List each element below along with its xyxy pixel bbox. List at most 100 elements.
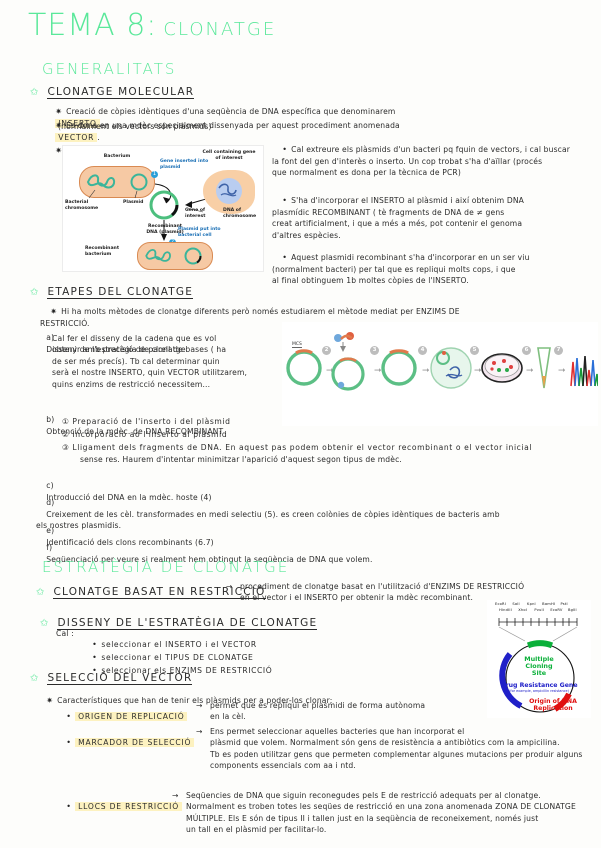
- recombinant-plasmid-icon: [149, 190, 179, 220]
- pipette-icon: [537, 347, 551, 389]
- subsection-seleccio-vector: ✩ SELECCIÓ DEL VECTOR: [30, 666, 193, 685]
- text-llocs-restriccio: Seqüencies de DNA que siguin reconegudes…: [186, 791, 576, 835]
- page-title-main: TEMA 8:: [28, 8, 158, 43]
- bullet-text: seleccionar el TIPUS DE CLONATGE: [101, 653, 254, 663]
- item-text: Disseny de l'estratègia de clonatge: [46, 344, 186, 354]
- enzyme-hindiii: HindIII: [499, 608, 512, 612]
- bacterium-shape: [79, 166, 155, 198]
- subsection-etapes-del-clonatge: ✩ ETAPES DEL CLONATGE: [30, 280, 194, 299]
- note-text: S'ha d'incorporar el INSERTO al plàsmid …: [272, 196, 525, 240]
- bullet-icon: •: [282, 253, 288, 263]
- bullet-icon: •: [92, 640, 98, 650]
- star-icon: ✩: [30, 673, 39, 684]
- etapa-b-label: b) Obtenció de la mdèc. de DNA RECOMBINA…: [36, 403, 223, 449]
- etapa-f: f) Seqüenciació per veure si realment he…: [36, 531, 373, 577]
- step-1-marker: 1: [151, 160, 158, 179]
- subsection-heading-clonatge-molecular: CLONATGE MOLECULAR: [47, 86, 195, 99]
- etapa-e: e) Identificació dels clons recombinants…: [36, 514, 214, 560]
- subsection-heading-clonatge-basat: CLONATGE BASAT EN RESTRICCIÓ: [53, 586, 266, 599]
- label-step-2: Plasmid put into bacterial cell: [178, 227, 221, 238]
- gene-cloning-overview-diagram: Bacterium Bacterial chromosome Plasmid 1…: [62, 145, 264, 272]
- bullet-text: seleccionar el INSERTO i el VECTOR: [101, 640, 257, 650]
- enzyme-psti: PstI: [560, 602, 568, 606]
- subsection-disseny-estrategia: ✩ DISSENY DE L'ESTRATÈGIA DE CLONATGE: [40, 611, 318, 630]
- enzyme-bamhi: BamHI: [542, 602, 556, 606]
- plasmid-circle: [499, 640, 575, 713]
- seven-step-cloning-workflow: MCS ➞ 2 ➞ 3 ➞ 4 ➞: [282, 322, 598, 426]
- seleccio-vector-intro: ✷Característiques que han de tenir els p…: [36, 684, 496, 718]
- arrow-origen: →: [196, 701, 203, 710]
- item-label: e): [46, 526, 55, 536]
- enzyme-ecori: EcoRI: [495, 602, 507, 606]
- note-incorporar-inserto: •S'ha d'incorporar el INSERTO al plàsmid…: [272, 184, 600, 252]
- intro-text: Característiques que han de tenir els pl…: [57, 696, 333, 706]
- tag-marcador-seleccio: MARCADOR DE SELECCIÓ: [75, 738, 195, 748]
- subsection-heading-etapes: ETAPES DEL CLONATGE: [47, 286, 194, 299]
- mcs-label: MCS: [292, 342, 302, 348]
- workflow-step-4-number: 4: [418, 346, 427, 355]
- item-text: Creixement de les cèl. transformades en …: [36, 509, 500, 531]
- bullet-icon: ✷: [55, 107, 63, 117]
- page-title-sub: CLONATGE: [163, 19, 277, 40]
- page-title: TEMA 8:CLONATGE: [28, 8, 276, 43]
- entry-llocs-restriccio: •LLOCS DE RESTRICCIÓ: [56, 790, 182, 824]
- enzyme-sali: SalI: [512, 602, 520, 606]
- etapa-b-sub-3: ③ Lligament dels fragments de DNA. En aq…: [62, 443, 533, 452]
- entry-origen-replicacio: •ORIGEN DE REPLICACIÓ: [56, 700, 188, 734]
- subsection-clonatge-molecular: ✩ CLONATGE MOLECULAR: [30, 80, 195, 99]
- item-text: Identificació dels clons recombinants (6…: [46, 537, 214, 547]
- period: .: [97, 132, 100, 142]
- label-step-1: Gene inserted into plasmid: [160, 159, 209, 170]
- tag-origen-replicacio: ORIGEN DE REPLICACIÓ: [75, 712, 188, 722]
- label-drug-resistance-sub: (for example, ampicillin resistance): [509, 689, 569, 693]
- disseny-bullet-1: •seleccionar el INSERTO i el VECTOR: [80, 628, 257, 662]
- enzyme-row-top: EcoRI SalI KpnI BamHI PstI: [495, 602, 568, 606]
- note-vectors-plasmids: (normalment els vectors són plàsmids): [58, 122, 212, 131]
- recombinant-chromosome-icon: [145, 248, 171, 262]
- arrow-icon: ➞: [526, 366, 534, 376]
- star-icon: ✩: [40, 618, 49, 629]
- bullet-es-dona-mdec: ✷Es dona en una mdèc especialment dissen…: [45, 109, 465, 155]
- nucleus-icon: [216, 178, 242, 204]
- plasmid-step2-icon: [331, 332, 365, 391]
- bullet-text: Es dona en una mdèc especialment disseny…: [66, 121, 400, 131]
- recombinant-bacterium-shape: [137, 242, 213, 270]
- note-plasmidi-recombinant: •Aquest plasmidi recombinant s'ha d'inco…: [272, 241, 600, 298]
- disseny-bullet-3: •seleccionar els ENZIMS DE RESTRICCIÓ: [80, 654, 272, 688]
- bullet-icon: •: [92, 653, 98, 663]
- label-bacterial-chromosome: Bacterial chromosome: [65, 200, 99, 211]
- tag-llocs-restriccio: LLOCS DE RESTRICCIÓ: [75, 802, 182, 812]
- section-heading-generalitats: GENERALITATS: [42, 60, 177, 78]
- leader-lines: [88, 183, 232, 241]
- arrow-icon: ➞: [374, 366, 382, 376]
- enzyme-bglii: BglII: [567, 608, 577, 612]
- petri-dish-icon: [481, 353, 523, 383]
- bacterial-chromosome-icon: [86, 174, 116, 189]
- item-label: d): [46, 498, 55, 508]
- highlight-vector: VECTOR: [55, 132, 98, 142]
- enzyme-xhoi: XhoI: [518, 608, 527, 612]
- transformed-cell-icon: [430, 347, 472, 389]
- arrow-llocs: →: [172, 791, 179, 800]
- highlight-inserto: INSERTO: [55, 118, 100, 128]
- label-gene-of-interest: Gene of interest: [185, 208, 206, 219]
- etapes-intro-text: Hi ha molts mètodes de clonatge diferent…: [40, 307, 460, 328]
- bullet-icon: ✷: [55, 146, 63, 156]
- bullet-icon: •: [92, 666, 98, 676]
- text-marcador-seleccio: Ens permet seleccionar aquelles bacterie…: [210, 727, 583, 771]
- plasmid-vector-map: EcoRI SalI KpnI BamHI PstI HindIII XhoI …: [487, 600, 591, 718]
- entry-marcador-seleccio: •MARCADOR DE SELECCIÓ: [56, 726, 195, 760]
- label-dna-of-chromosome: DNA of chromosome: [223, 208, 257, 219]
- enzyme-row-bottom: HindIII XhoI PvuII EcoRV BglII: [499, 608, 577, 612]
- bullet-icon: •: [66, 738, 72, 748]
- arrow-icon: ➞: [558, 366, 566, 376]
- bullet-creacio-copies: ✷Creació de còpies idèntiques d'una seqü…: [45, 95, 445, 141]
- item-label: c): [46, 481, 54, 491]
- arrow-marcador: →: [196, 727, 203, 736]
- recombinant-plasmid-step3-icon: [381, 349, 417, 386]
- arrow-icon: ➞: [422, 366, 430, 376]
- recombinant-plasmid-small-icon: [184, 247, 202, 265]
- star-icon: ✩: [36, 587, 45, 598]
- workflow-step-7-number: 7: [554, 346, 563, 355]
- label-bacterium: Bacterium: [103, 154, 131, 159]
